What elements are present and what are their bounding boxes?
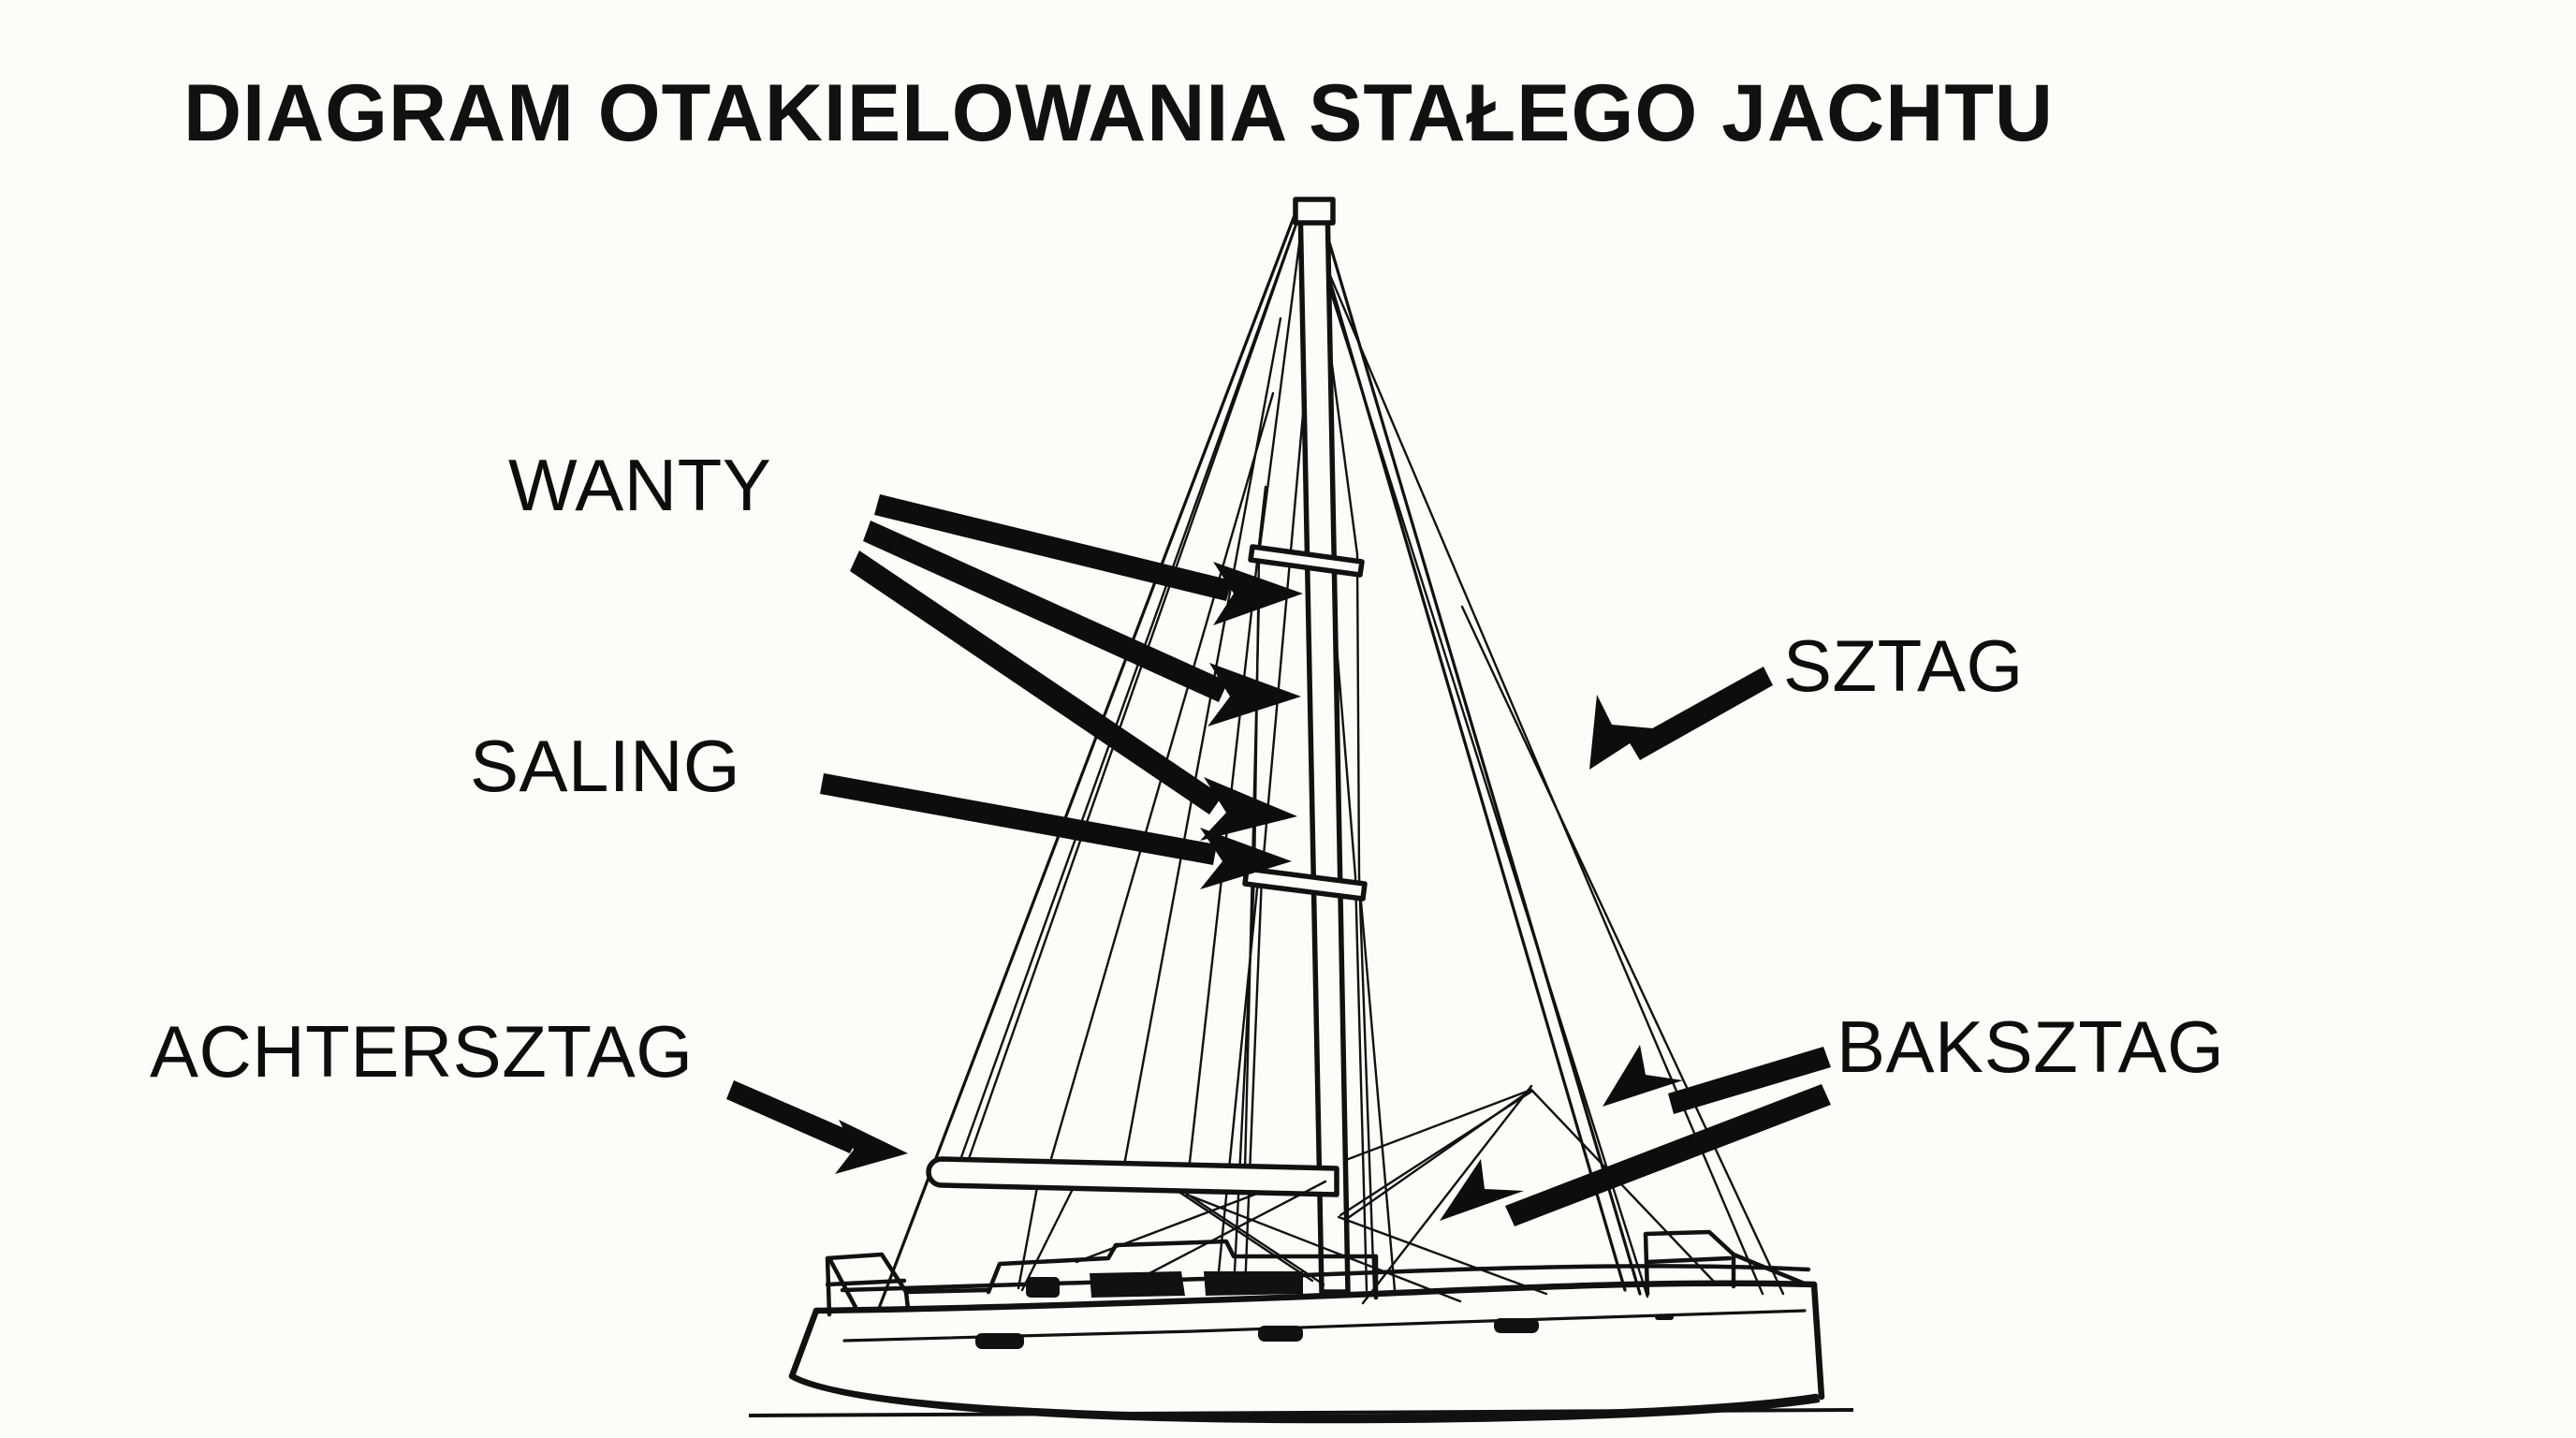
- lower-spreader: [1242, 866, 1368, 902]
- label-achtersztag: ACHTERSZTAG: [150, 1010, 693, 1093]
- window-small: [1026, 1277, 1060, 1298]
- cabin-house: [986, 1239, 1379, 1300]
- spreaders: [1242, 544, 1368, 902]
- hull-fittings: [975, 1314, 1674, 1349]
- leader-wanty-1: [874, 494, 1303, 625]
- window-main-aft: [1204, 1271, 1303, 1296]
- cabin-windows: [1026, 1271, 1303, 1298]
- leader-bakszctag-2: [1440, 1084, 1831, 1226]
- page-title: DIAGRAM OTAKIELOWANIA STAŁEGO JACHTU: [183, 68, 2054, 158]
- hull-fitting: [1655, 1314, 1674, 1320]
- leader-wanty-2: [863, 521, 1301, 726]
- leader-achtersztag: [726, 1080, 908, 1174]
- label-sztag: SZTAG: [1783, 624, 2024, 707]
- upper-spreader: [1248, 544, 1365, 578]
- leader-bakszctag-1: [1603, 1045, 1831, 1114]
- stern-pulpit: [1643, 1229, 1809, 1297]
- backstay: [876, 206, 1299, 1313]
- headsail-outline: [1301, 210, 1785, 1296]
- mainsail-leading-edge: [955, 208, 1303, 1174]
- label-bakszctag: BAKSZTAG: [1837, 1005, 2224, 1088]
- mast: [1293, 197, 1351, 1295]
- leader-sztag: [1589, 667, 1773, 770]
- deck-rigging-lines: [1185, 1090, 1548, 1303]
- label-wanty: WANTY: [508, 444, 771, 526]
- boom: [926, 1156, 1339, 1197]
- leader-wanty-3: [850, 550, 1297, 841]
- shrouds: [1215, 213, 1397, 1292]
- hull-fitting: [975, 1333, 1024, 1349]
- window-main-forward: [1090, 1271, 1185, 1298]
- bow-pulpit: [825, 1252, 991, 1317]
- leader-saling: [820, 773, 1292, 889]
- hull-fitting: [1494, 1318, 1539, 1333]
- label-saling: SALING: [470, 725, 740, 807]
- waterline: [748, 1408, 1854, 1417]
- forestay-group: [1307, 206, 1649, 1299]
- hull-fitting: [1258, 1326, 1303, 1342]
